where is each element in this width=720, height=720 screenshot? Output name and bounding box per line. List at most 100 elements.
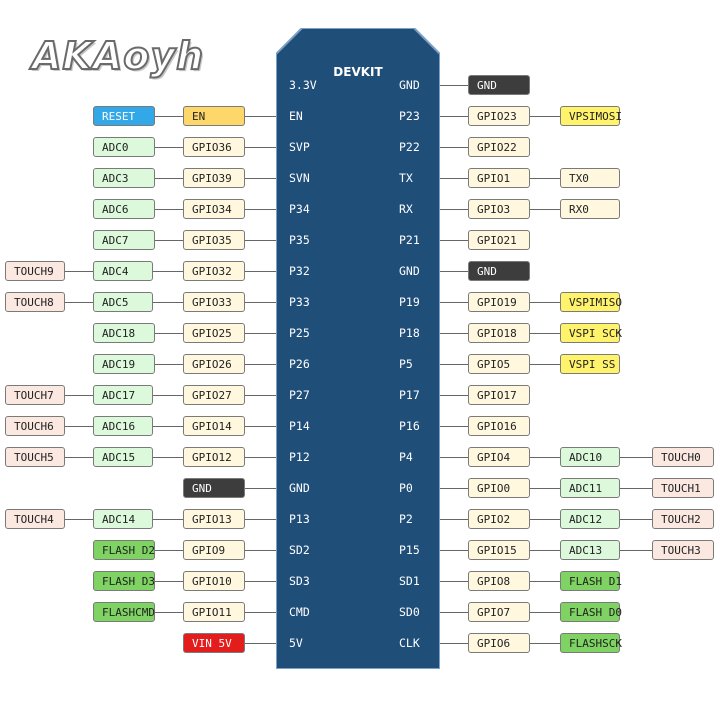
pin-name-right: P19: [399, 295, 420, 309]
pin-name-left: P26: [289, 357, 310, 371]
connector-line: [440, 240, 468, 241]
pin-label-gpio: GPIO23: [468, 106, 530, 126]
pin-label-gpio: GPIO0: [468, 478, 530, 498]
connector-line: [155, 178, 183, 179]
connector-line: [530, 643, 560, 644]
connector-line: [440, 612, 468, 613]
connector-line: [155, 550, 183, 551]
pin-name-right: P21: [399, 233, 420, 247]
pin-label-adc: ADC14: [93, 509, 153, 529]
connector-line: [153, 395, 183, 396]
pin-label-touch: TOUCH6: [5, 416, 65, 436]
pin-name-right: P17: [399, 388, 420, 402]
pin-label-gpio: GPIO16: [468, 416, 530, 436]
pin-label-flash: FLASHSCK: [560, 633, 622, 653]
pin-name-left: P25: [289, 326, 310, 340]
connector-line: [245, 550, 276, 551]
connector-line: [530, 364, 560, 365]
connector-line: [245, 364, 276, 365]
pin-label-gpio: GPIO14: [183, 416, 245, 436]
connector-line: [530, 612, 560, 613]
pin-name-left: GND: [289, 481, 310, 495]
pin-label-gpio: GPIO11: [183, 602, 245, 622]
pin-label-adc: ADC13: [560, 540, 620, 560]
connector-line: [440, 209, 468, 210]
pin-label-touch: TOUCH9: [5, 261, 65, 281]
pin-name-right: P4: [399, 450, 413, 464]
board-title: DEVKIT: [333, 65, 383, 79]
pin-label-gpio: GPIO6: [468, 633, 530, 653]
pin-label-touch: TOUCH2: [652, 509, 714, 529]
pin-name-right: P23: [399, 109, 420, 123]
pin-label-gpio: GPIO7: [468, 602, 530, 622]
pin-name-right: TX: [399, 171, 413, 185]
connector-line: [155, 240, 183, 241]
pin-name-right: GND: [399, 78, 420, 92]
connector-line: [155, 364, 183, 365]
connector-line: [245, 519, 276, 520]
connector-line: [245, 488, 276, 489]
connector-line: [153, 519, 183, 520]
pin-name-left: SD2: [289, 543, 310, 557]
pin-label-gpio: GPIO19: [468, 292, 530, 312]
connector-line: [245, 333, 276, 334]
connector-line: [620, 457, 652, 458]
pin-name-left: P34: [289, 202, 310, 216]
connector-line: [440, 488, 468, 489]
pin-name-left: CMD: [289, 605, 310, 619]
connector-line: [153, 457, 183, 458]
connector-line: [530, 488, 560, 489]
pin-name-left: 3.3V: [289, 78, 317, 92]
pin-label-adc: ADC7: [93, 230, 155, 250]
connector-line: [530, 519, 560, 520]
connector-line: [65, 426, 93, 427]
pin-name-left: EN: [289, 109, 303, 123]
pin-label-touch: TOUCH3: [652, 540, 714, 560]
pin-label-touch: TOUCH8: [5, 292, 65, 312]
pin-label-flash: FLASHCMD: [93, 602, 155, 622]
connector-line: [530, 209, 560, 210]
connector-line: [245, 116, 276, 117]
pin-name-left: P32: [289, 264, 310, 278]
pin-label-adc: ADC10: [560, 447, 620, 467]
pin-label-adc: ADC16: [93, 416, 153, 436]
pin-label-gpio: GPIO27: [183, 385, 245, 405]
connector-line: [153, 271, 183, 272]
pin-name-right: P5: [399, 357, 413, 371]
connector-line: [530, 581, 560, 582]
connector-line: [620, 519, 652, 520]
connector-line: [440, 333, 468, 334]
pin-name-right: P0: [399, 481, 413, 495]
pin-name-right: P2: [399, 512, 413, 526]
connector-line: [440, 364, 468, 365]
pin-label-adc: ADC0: [93, 137, 155, 157]
pin-label-gpio: GPIO12: [183, 447, 245, 467]
pin-name-left: SVN: [289, 171, 310, 185]
connector-line: [65, 457, 93, 458]
pin-name-right: SD0: [399, 605, 420, 619]
pin-name-right: GND: [399, 264, 420, 278]
connector-line: [65, 395, 93, 396]
connector-line: [440, 581, 468, 582]
connector-line: [530, 116, 560, 117]
connector-line: [245, 395, 276, 396]
connector-line: [245, 457, 276, 458]
connector-line: [440, 519, 468, 520]
connector-line: [155, 612, 183, 613]
connector-line: [245, 643, 276, 644]
connector-line: [153, 426, 183, 427]
pin-label-flash: FLASH D2: [93, 540, 155, 560]
connector-line: [530, 178, 560, 179]
pin-label-vspi: VPSIMOSI: [560, 106, 622, 126]
connector-line: [65, 519, 93, 520]
pin-name-right: P18: [399, 326, 420, 340]
pin-label-gpio: GPIO8: [468, 571, 530, 591]
connector-line: [440, 178, 468, 179]
pin-label-gpio: GPIO33: [183, 292, 245, 312]
connector-line: [440, 426, 468, 427]
pin-label-vin: VIN 5V: [183, 633, 245, 653]
pin-label-gpio: GPIO9: [183, 540, 245, 560]
pin-label-gpio: GPIO39: [183, 168, 245, 188]
pin-label-flash: FLASH D3: [93, 571, 155, 591]
